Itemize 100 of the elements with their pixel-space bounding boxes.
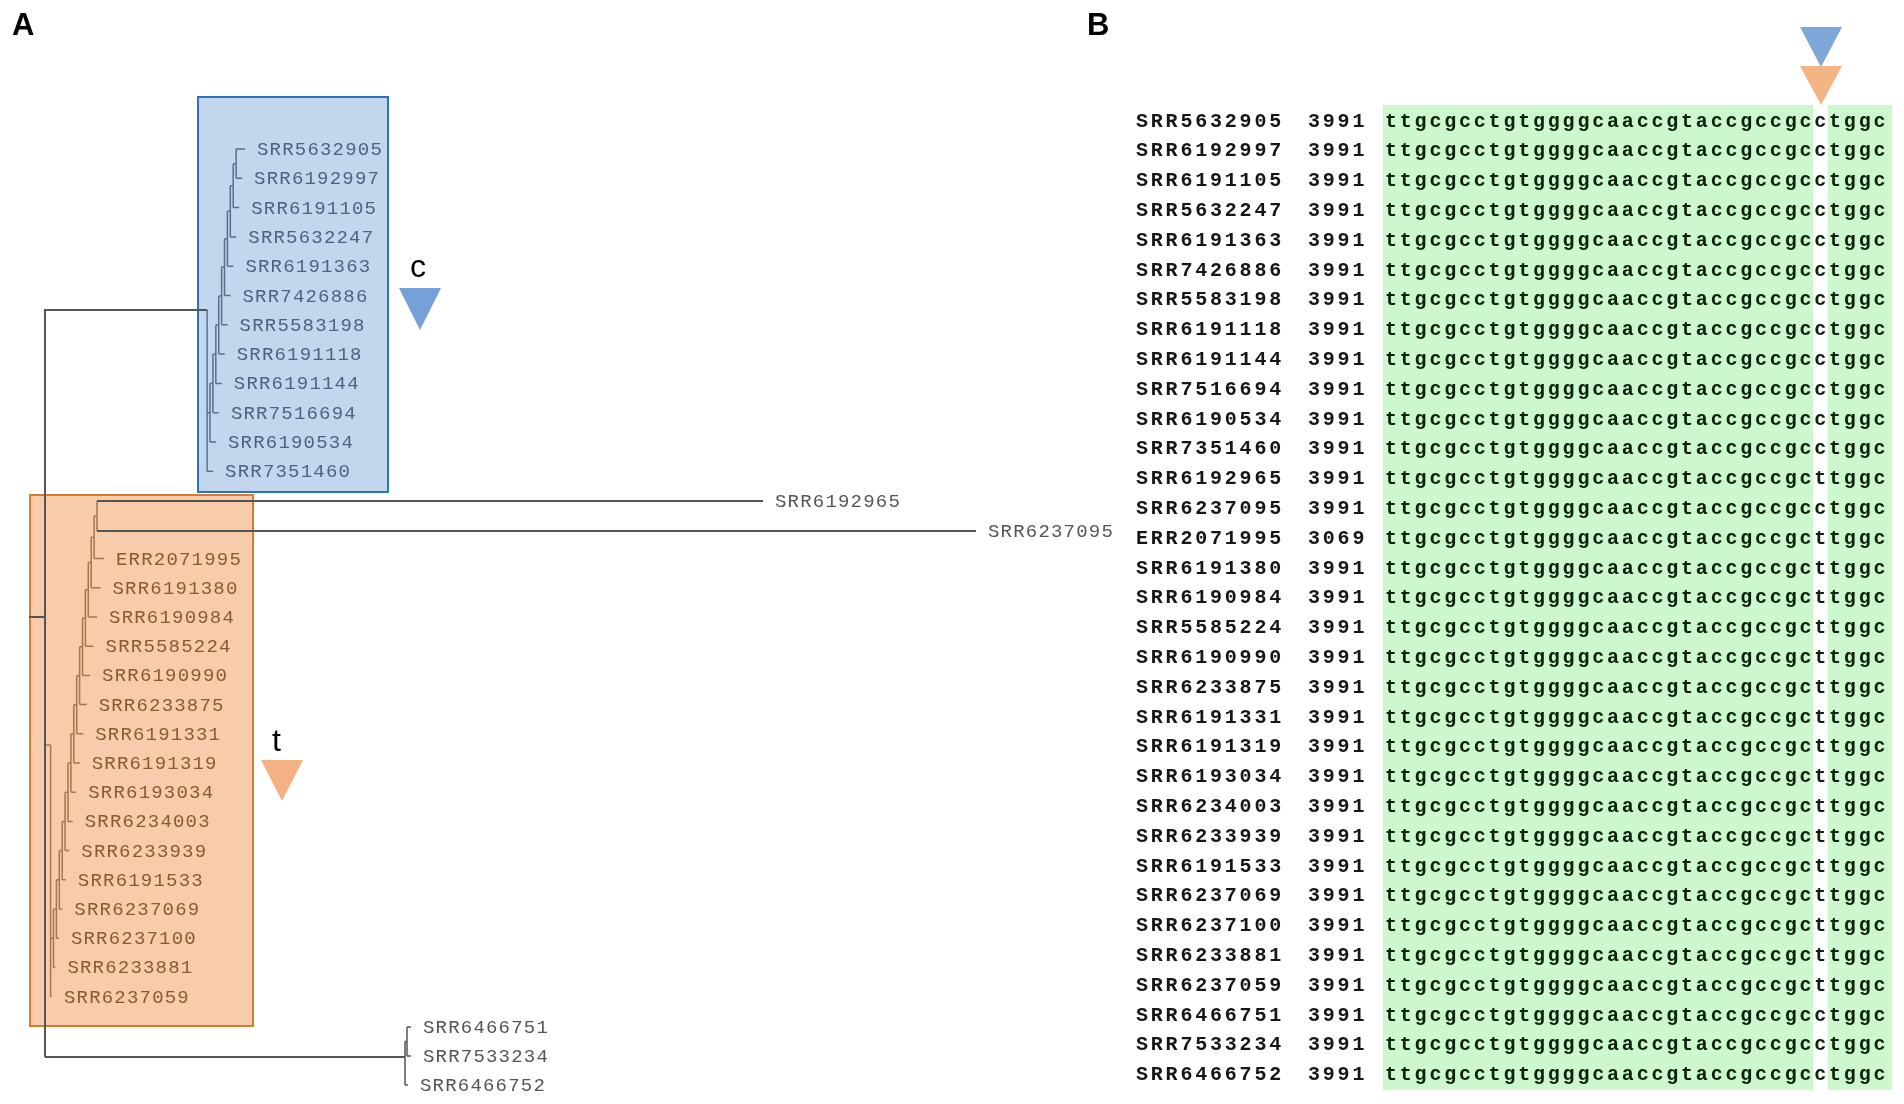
sequence-text: ttgcgcctgtggggcaaccgtaccgccgcctggc [1385, 495, 1889, 522]
sequence-name: SRR5583198 [1136, 287, 1285, 314]
sequence-name: SRR6237095 [1136, 495, 1285, 522]
taxon-label: SRR6233881 [67, 957, 194, 980]
sequence-text: ttgcgcctgtggggcaaccgtaccgccgcttggc [1385, 525, 1889, 552]
sequence-name: SRR6191144 [1136, 346, 1285, 373]
sequence-name: SRR6192997 [1136, 138, 1285, 165]
sequence-name: SRR7426886 [1136, 257, 1285, 284]
sequence-text: ttgcgcctgtggggcaaccgtaccgccgcctggc [1385, 1002, 1889, 1029]
sequence-name: SRR6237069 [1136, 883, 1285, 910]
sequence-text: ttgcgcctgtggggcaaccgtaccgccgcttggc [1385, 615, 1889, 642]
taxon-label: SRR6191118 [236, 344, 363, 367]
sequence-name: SRR6466752 [1136, 1062, 1285, 1089]
position-number: 3991 [1308, 227, 1368, 254]
position-number: 3991 [1308, 168, 1368, 195]
sequence-name: SRR6192965 [1136, 466, 1285, 493]
position-number: 3991 [1308, 138, 1368, 165]
sequence-text: ttgcgcctgtggggcaaccgtaccgccgcctggc [1385, 1062, 1889, 1089]
sequence-name: SRR6191319 [1136, 734, 1285, 761]
taxon-label: SRR5583198 [239, 314, 366, 337]
sequence-name: SRR5632247 [1136, 197, 1285, 224]
taxon-label: SRR6234003 [84, 811, 211, 834]
taxon-label: SRR6191144 [233, 373, 360, 396]
sequence-text: ttgcgcctgtggggcaaccgtaccgccgcttggc [1385, 883, 1889, 910]
sequence-text: ttgcgcctgtggggcaaccgtaccgccgcctggc [1385, 197, 1889, 224]
taxon-label: SRR6237069 [74, 899, 201, 921]
sequence-name: SRR6191363 [1136, 227, 1285, 254]
taxon-label: SRR6191380 [112, 577, 239, 600]
sequence-text: ttgcgcctgtggggcaaccgtaccgccgcctggc [1385, 257, 1889, 284]
taxon-label: SRR7426886 [242, 285, 369, 308]
sequence-name: SRR6466751 [1136, 1002, 1285, 1029]
taxon-label: SRR6237095 [988, 521, 1115, 543]
sequence-text: ttgcgcctgtggggcaaccgtaccgccgcttggc [1385, 704, 1889, 731]
taxon-label: SRR6191105 [251, 197, 378, 220]
taxon-label: SRR7516694 [230, 402, 357, 425]
sequence-name: SRR6191105 [1136, 168, 1285, 195]
taxon-label: SRR6191331 [95, 723, 222, 746]
sequence-text: ttgcgcctgtggggcaaccgtaccgccgcttggc [1385, 913, 1889, 940]
sequence-name: SRR7516694 [1136, 376, 1285, 403]
taxon-label: SRR6190984 [109, 607, 236, 629]
panel-label: A [12, 8, 35, 42]
taxon-label: SRR5632247 [248, 226, 375, 249]
taxon-label: SRR5632905 [257, 139, 384, 161]
position-number: 3991 [1308, 466, 1368, 493]
sequence-text: ttgcgcctgtggggcaaccgtaccgccgcttggc [1385, 466, 1889, 493]
position-number: 3991 [1308, 823, 1368, 850]
sequence-text: ttgcgcctgtggggcaaccgtaccgccgcctggc [1385, 346, 1889, 373]
sequence-text: ttgcgcctgtggggcaaccgtaccgccgcttggc [1385, 734, 1889, 761]
sequence-name: SRR6233939 [1136, 823, 1285, 850]
position-number: 3069 [1308, 525, 1368, 552]
sequence-text: ttgcgcctgtggggcaaccgtaccgccgcttggc [1385, 853, 1889, 880]
sequence-name: SRR6234003 [1136, 793, 1285, 820]
position-number: 3991 [1308, 257, 1368, 284]
taxon-label: SRR6192965 [775, 491, 902, 513]
taxon-label: SRR6190534 [228, 432, 355, 454]
sequence-name: SRR7533234 [1136, 1032, 1285, 1059]
sequence-text: ttgcgcctgtggggcaaccgtaccgccgcttggc [1385, 972, 1889, 999]
sequence-text: ttgcgcctgtggggcaaccgtaccgccgcttggc [1385, 823, 1889, 850]
sequence-text: ttgcgcctgtggggcaaccgtaccgccgcctggc [1385, 1032, 1889, 1059]
sequence-name: SRR6190984 [1136, 585, 1285, 612]
sequence-text: ttgcgcctgtggggcaaccgtaccgccgcttggc [1385, 793, 1889, 820]
sequence-name: SRR6233881 [1136, 942, 1285, 969]
sequence-name: SRR6191380 [1136, 555, 1285, 582]
sequence-name: SRR7351460 [1136, 436, 1285, 463]
position-number: 3991 [1308, 585, 1368, 612]
sequence-name: SRR6237100 [1136, 913, 1285, 940]
position-number: 3991 [1308, 674, 1368, 701]
position-number: 3991 [1308, 793, 1368, 820]
taxon-label: SRR6237059 [63, 986, 190, 1009]
taxon-label: SRR5585224 [105, 636, 232, 659]
taxon-label: ERR2071995 [116, 548, 243, 571]
sequence-name: SRR6193034 [1136, 764, 1285, 791]
position-number: 3991 [1308, 1002, 1368, 1029]
sequence-text: ttgcgcctgtggggcaaccgtaccgccgcctggc [1385, 108, 1889, 135]
sequence-name: SRR6190534 [1136, 406, 1285, 433]
position-number: 3991 [1308, 317, 1368, 344]
sequence-text: ttgcgcctgtggggcaaccgtaccgccgcttggc [1385, 674, 1889, 701]
taxon-label: SRR6237100 [70, 928, 197, 951]
position-number: 3991 [1308, 883, 1368, 910]
taxon-label: SRR6192997 [254, 168, 381, 191]
alignment-highlight-band [1383, 105, 1892, 1090]
position-number: 3991 [1308, 942, 1368, 969]
position-number: 3991 [1308, 913, 1368, 940]
panel-label: B [1087, 8, 1110, 42]
taxon-label: SRR6191319 [91, 753, 218, 775]
position-number: 3991 [1308, 972, 1368, 999]
taxon-label: SRR6233939 [81, 840, 208, 863]
sequence-name: SRR5585224 [1136, 615, 1285, 642]
taxon-label: SRR6466751 [423, 1017, 550, 1039]
taxon-label: SRR7351460 [225, 461, 352, 484]
sequence-name: SRR6191118 [1136, 317, 1285, 344]
sequence-text: ttgcgcctgtggggcaaccgtaccgccgcttggc [1385, 585, 1889, 612]
position-number: 3991 [1308, 406, 1368, 433]
taxon-label: SRR6466752 [420, 1075, 547, 1097]
position-number: 3991 [1308, 555, 1368, 582]
position-number: 3991 [1308, 495, 1368, 522]
position-number: 3991 [1308, 764, 1368, 791]
position-number: 3991 [1308, 376, 1368, 403]
sequence-text: ttgcgcctgtggggcaaccgtaccgccgcttggc [1385, 764, 1889, 791]
position-number: 3991 [1308, 644, 1368, 671]
